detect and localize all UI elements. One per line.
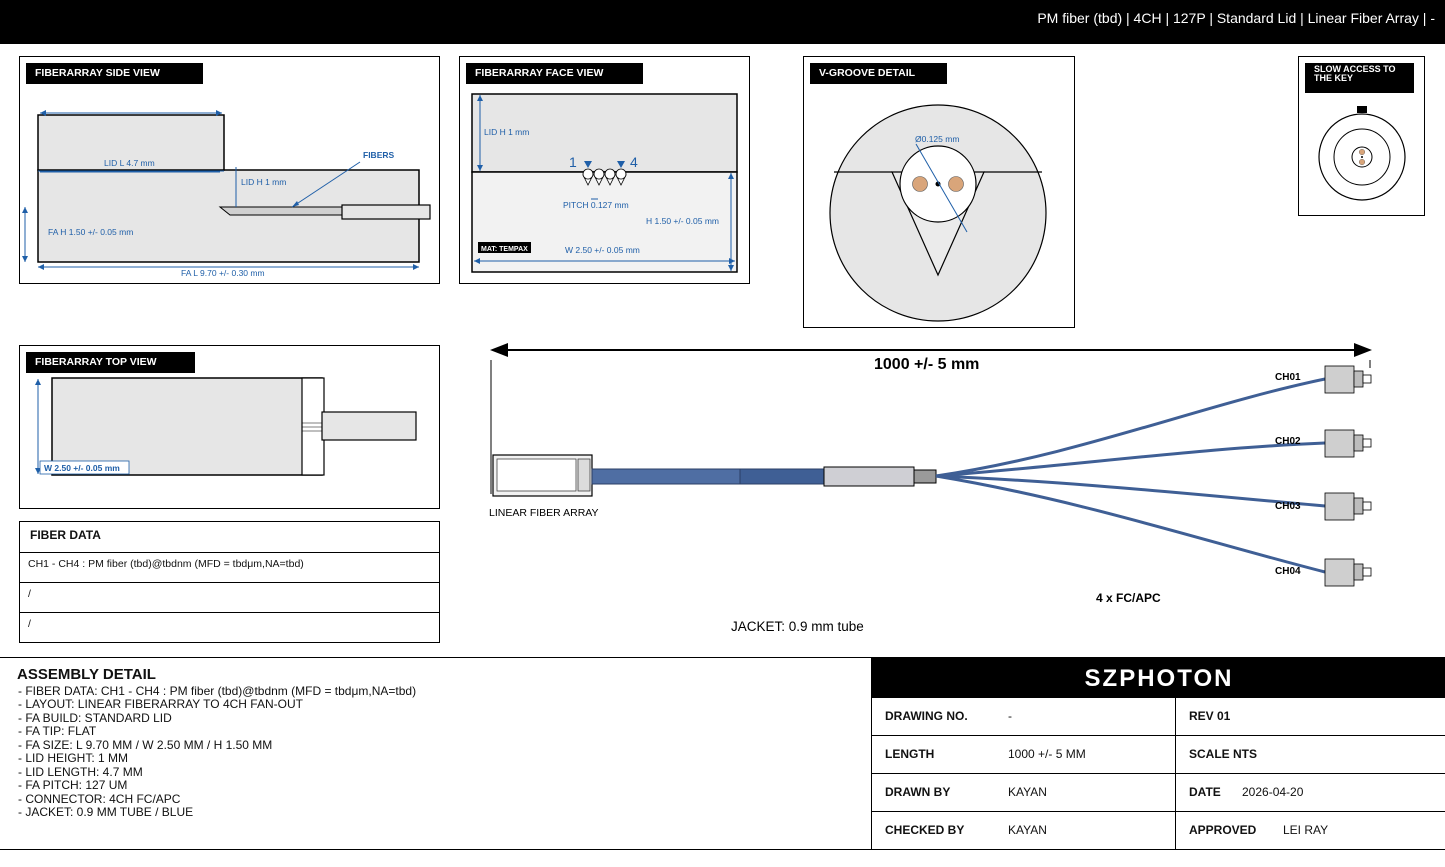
top-w-label: W 2.50 +/- 0.05 mm: [44, 463, 120, 473]
length-field-value: 1000 +/- 5 MM: [1008, 747, 1086, 761]
header-bar: PM fiber (tbd) | 4CH | 127P | Standard L…: [0, 0, 1445, 44]
face-mat-label: MAT: TEMPAX: [481, 246, 528, 253]
drawn-by-value: KAYAN: [1008, 785, 1047, 799]
fiber-data-row-text: /: [28, 588, 31, 600]
vgroove-drawing: Ø0.125 mm: [829, 104, 1047, 322]
channel-label-3: CH03: [1275, 501, 1301, 512]
side-view-panel: FIBERARRAY SIDE VIEW: [19, 56, 440, 284]
side-fa-h-label: FA H 1.50 +/- 0.05 mm: [48, 227, 133, 237]
assembly-detail-line: - FA TIP: FLAT: [18, 724, 97, 738]
channel-label-2: CH02: [1275, 436, 1301, 447]
vgroove-panel: V-GROOVE DETAIL Ø0.125 mm: [803, 56, 1075, 328]
length-label: 1000 +/- 5 mm: [874, 356, 979, 373]
date-label: DATE: [1189, 785, 1221, 799]
assembly-detail-line: - FIBER DATA: CH1 - CH4 : PM fiber (tbd)…: [18, 684, 417, 698]
key-view-panel: SLOW ACCESS TO THE KEY: [1298, 56, 1425, 216]
title-block-row: LENGTH 1000 +/- 5 MM SCALE NTS: [872, 735, 1445, 774]
vgroove-diameter-label: Ø0.125 mm: [915, 134, 959, 144]
header-title: PM fiber (tbd) | 4CH | 127P | Standard L…: [1037, 10, 1435, 26]
scale-label: SCALE NTS: [1189, 747, 1258, 761]
side-view-title: FIBERARRAY SIDE VIEW: [26, 63, 203, 84]
face-pitch-label: PITCH 0.127 mm: [563, 200, 629, 210]
checked-by-label: CHECKED BY: [885, 823, 965, 837]
side-lid-l-label: LID L 4.7 mm: [104, 158, 155, 168]
drawing-no-label: DRAWING NO.: [885, 709, 968, 723]
bottom-section: [0, 657, 1445, 867]
face-view-title: FIBERARRAY FACE VIEW: [466, 63, 643, 84]
title-block: SZPHOTON DRAWING NO. - REV 01 LENGTH 100…: [871, 657, 1445, 850]
fiber-array-label: LINEAR FIBER ARRAY: [489, 507, 599, 519]
face-view-drawing: LID H 1 mm 1 4 PITCH 0.127 mm H 1.50 +/-…: [471, 93, 738, 273]
jacket-label: JACKET: 0.9 mm tube: [731, 619, 864, 634]
top-view-panel: FIBERARRAY TOP VIEW W 2.50 +/- 0.05 mm: [19, 345, 440, 509]
fc-apc-connectors: [1324, 365, 1372, 587]
face-ch-first: 1: [569, 154, 577, 170]
length-field-label: LENGTH: [885, 747, 935, 761]
assembly-detail-line: - LID HEIGHT: 1 MM: [18, 751, 129, 765]
face-fiber-cores: [582, 168, 627, 186]
brand-logo: SZPHOTON: [872, 657, 1445, 697]
table-row: /: [20, 612, 439, 643]
top-view-drawing: W 2.50 +/- 0.05 mm: [35, 377, 417, 476]
drawn-by-label: DRAWN BY: [885, 785, 951, 799]
assembly-detail-line: - LAYOUT: LINEAR FIBERARRAY TO 4CH FAN-O…: [18, 697, 303, 711]
drawing-no-value: -: [1008, 709, 1012, 723]
assembly-detail-line: - LID LENGTH: 4.7 MM: [18, 765, 143, 779]
top-view-title: FIBERARRAY TOP VIEW: [26, 352, 195, 373]
assembly-detail-line: - FA PITCH: 127 UM: [18, 778, 128, 792]
table-row: CH1 - CH4 : PM fiber (tbd)@tbdnm (MFD = …: [20, 552, 439, 583]
vgroove-title: V-GROOVE DETAIL: [810, 63, 947, 84]
footer-line: [0, 849, 1445, 850]
assembly-detail-line: - FA SIZE: L 9.70 MM / W 2.50 MM / H 1.5…: [18, 738, 273, 752]
assembly-detail-title: ASSEMBLY DETAIL: [17, 666, 156, 683]
fiber-data-row-text: /: [28, 618, 31, 630]
side-fa-l-label: FA L 9.70 +/- 0.30 mm: [181, 268, 265, 278]
table-row: /: [20, 582, 439, 613]
fiber-data-title: FIBER DATA: [30, 528, 101, 542]
approved-label: APPROVED: [1189, 823, 1257, 837]
connector-label: 4 x FC/APC: [1096, 591, 1161, 605]
assembly-detail-line: - CONNECTOR: 4CH FC/APC: [18, 792, 181, 806]
side-fibers-label: FIBERS: [363, 150, 395, 160]
rev-label: REV 01: [1189, 709, 1231, 723]
assembly-detail-line: - FA BUILD: STANDARD LID: [18, 711, 172, 725]
side-view-drawing: LID L 4.7 mm LID H 1 mm FIBERS FA H 1.50…: [22, 110, 431, 278]
date-value: 2026-04-20: [1242, 785, 1304, 799]
title-block-row: DRAWING NO. - REV 01: [872, 697, 1445, 736]
fiber-data-row-text: CH1 - CH4 : PM fiber (tbd)@tbdnm (MFD = …: [28, 558, 304, 570]
face-h-label: H 1.50 +/- 0.05 mm: [646, 216, 719, 226]
title-block-row: CHECKED BY KAYAN APPROVED LEI RAY: [872, 811, 1445, 850]
approved-value: LEI RAY: [1283, 823, 1329, 837]
side-lid-h-label: LID H 1 mm: [241, 177, 286, 187]
channel-label-4: CH04: [1275, 566, 1301, 577]
key-view-drawing: [1318, 106, 1406, 201]
title-block-row: DRAWN BY KAYAN DATE 2026-04-20: [872, 773, 1445, 812]
key-view-title: SLOW ACCESS TO THE KEY: [1305, 63, 1414, 93]
channel-label-1: CH01: [1275, 372, 1301, 383]
assembly-detail-line: - JACKET: 0.9 MM TUBE / BLUE: [18, 805, 194, 819]
face-view-panel: FIBERARRAY FACE VIEW LID H 1 mm 1 4 PITC…: [459, 56, 750, 284]
fiber-data-table: FIBER DATA CH1 - CH4 : PM fiber (tbd)@tb…: [19, 521, 440, 643]
face-ch-last: 4: [630, 154, 638, 170]
face-w-label: W 2.50 +/- 0.05 mm: [565, 245, 640, 255]
face-lid-h-label: LID H 1 mm: [484, 127, 529, 137]
checked-by-value: KAYAN: [1008, 823, 1047, 837]
